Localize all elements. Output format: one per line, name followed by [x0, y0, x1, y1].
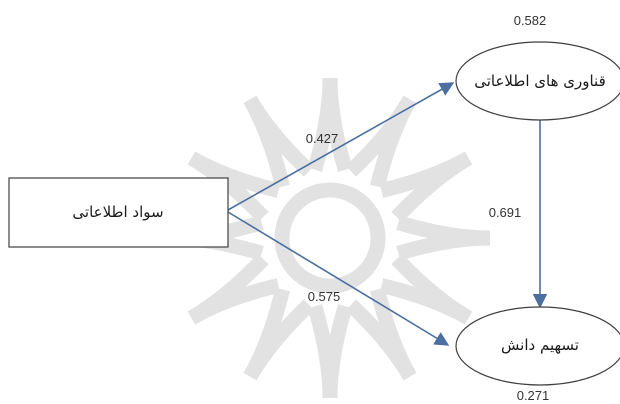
coefficient-literacy-to-technology: 0.427	[306, 131, 339, 146]
watermark-petal	[379, 253, 473, 325]
watermark-petal	[307, 304, 353, 399]
watermark-petal	[307, 77, 353, 172]
watermark-petal	[345, 287, 417, 381]
watermark-petal	[243, 287, 315, 381]
watermark-petal	[396, 215, 491, 261]
watermark-petal	[379, 151, 473, 223]
node-info-technology-label: قناوری های اطلاعاتی	[474, 72, 606, 90]
node-knowledge-sharing	[455, 306, 620, 386]
watermark-petal	[187, 253, 281, 325]
watermark-logo	[169, 77, 491, 399]
coefficient-literacy-to-sharing: 0.575	[308, 289, 341, 304]
node-info-literacy	[8, 177, 229, 248]
path-arrow-literacy-to-technology	[227, 82, 455, 211]
watermark-center	[274, 182, 386, 294]
node-info-literacy-label: سواد اطلاعاتی	[72, 203, 163, 221]
node-knowledge-sharing-label: تسهیم دانش	[501, 336, 579, 354]
r-squared-knowledge-sharing: 0.271	[517, 388, 550, 403]
r-squared-info-technology: 0.582	[514, 13, 547, 28]
watermark-petal	[187, 151, 281, 223]
path-arrow-literacy-to-sharing	[227, 211, 450, 346]
coefficient-technology-to-sharing: 0.691	[489, 205, 522, 220]
watermark-petal	[243, 95, 315, 189]
node-info-technology	[455, 41, 620, 121]
